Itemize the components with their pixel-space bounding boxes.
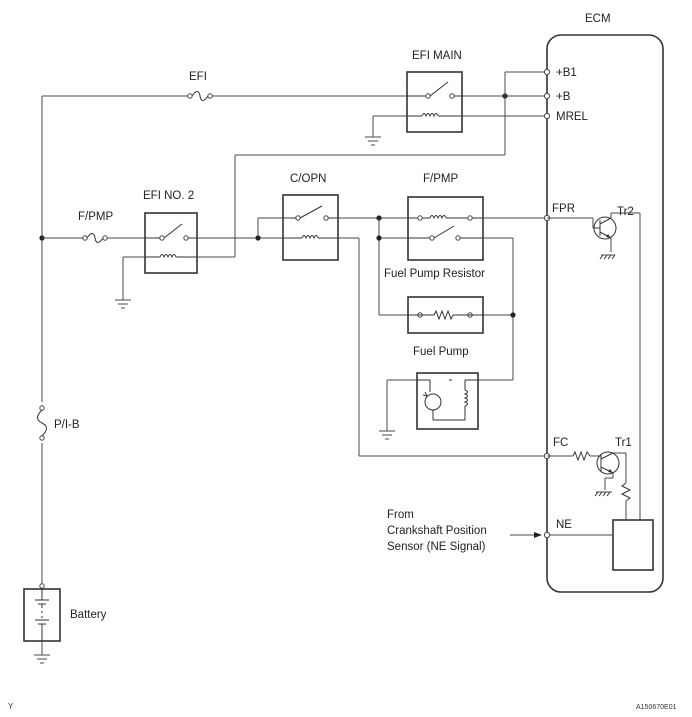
pin-mrel-terminal: [543, 112, 551, 120]
efi-fuse: [187, 91, 213, 101]
pin-ne-label: NE: [556, 519, 572, 531]
ecm-label: ECM: [585, 13, 611, 25]
efi-main-relay: [406, 71, 463, 133]
from-label-line3: Sensor (NE Signal): [387, 541, 486, 553]
pin-ne-terminal: [543, 531, 551, 539]
ne-input-arrow: [510, 532, 542, 538]
fuel-pump-ground: [379, 379, 417, 440]
fuel-pump-resistor-label: Fuel Pump Resistor: [384, 268, 485, 280]
efi-label: EFI: [189, 71, 207, 83]
tr1-transistor: [547, 450, 632, 520]
pin-fc-label: FC: [553, 437, 568, 449]
fpmp-fuse: [82, 233, 108, 243]
c-opn-relay: [282, 194, 339, 261]
efi-no2-label: EFI NO. 2: [143, 190, 194, 202]
c-opn-output: [338, 215, 408, 316]
tr2-transistor: [547, 212, 641, 520]
pin-fpr-label: FPR: [552, 203, 575, 215]
pin-mrel-label: MREL: [556, 111, 589, 123]
pin-b1-label: +B1: [556, 67, 577, 79]
from-label-line2: Crankshaft Position: [387, 525, 487, 537]
f-pmp-relay: [407, 196, 484, 261]
corner-mark: Y: [8, 702, 14, 711]
ecm-box: [546, 34, 664, 593]
ne-input-block: [547, 519, 654, 571]
from-label-line1: From: [387, 509, 414, 521]
pin-b1-terminal: [543, 68, 551, 76]
fuel-pump: [416, 372, 479, 430]
efi-no2-relay: [144, 212, 198, 274]
efi-main-label: EFI MAIN: [412, 50, 462, 62]
efi-no2-output: [197, 217, 283, 241]
fuel-pump-resistor: [407, 296, 484, 334]
p-i-b-label: P/I-B: [54, 419, 80, 431]
efi-no2-ground: [115, 256, 145, 309]
pin-b-terminal: [543, 92, 551, 100]
figure-code: A150670E01: [636, 704, 677, 711]
tr2-label: Tr2: [617, 206, 634, 218]
b1-wire: [197, 71, 547, 258]
battery: [23, 583, 61, 664]
fuel-pump-label: Fuel Pump: [413, 346, 469, 358]
fc-wire: [338, 237, 547, 457]
pin-b-label: +B: [556, 91, 571, 103]
p-i-b-fuse: [37, 405, 47, 441]
pump-feed-wire: [478, 237, 516, 381]
f-pmp-relay-label: F/PMP: [423, 173, 458, 185]
efi-main-ground: [365, 115, 407, 146]
tr1-label: Tr1: [615, 437, 632, 449]
c-opn-label: C/OPN: [290, 173, 326, 185]
fpmp-fuse-label: F/PMP: [78, 211, 113, 223]
battery-label: Battery: [70, 609, 107, 621]
